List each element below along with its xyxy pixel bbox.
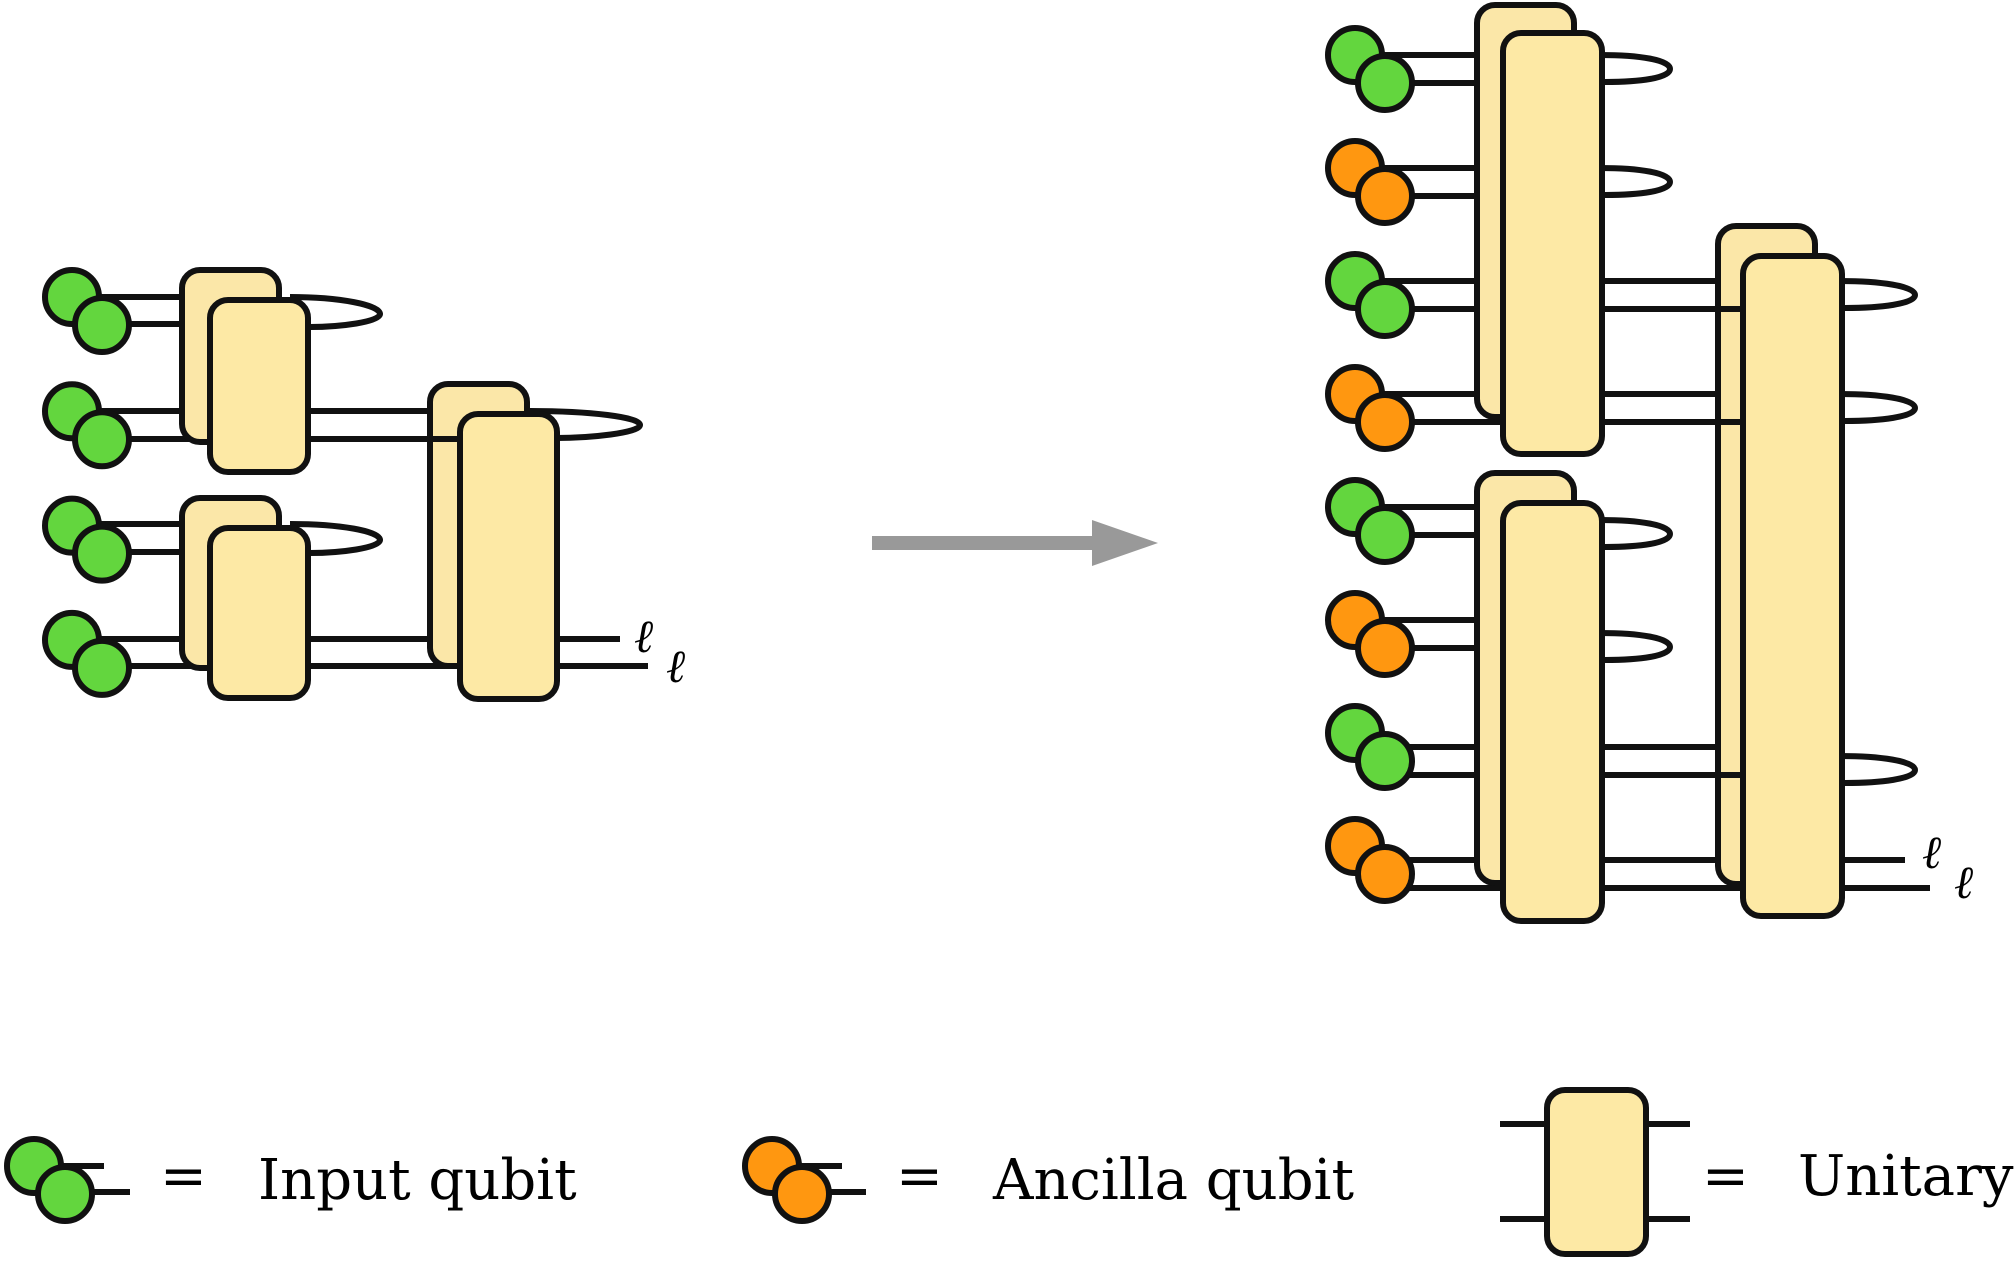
right-output-label-1: ℓ xyxy=(1922,825,1942,879)
unitary-block xyxy=(1500,500,1605,924)
left-circuit xyxy=(72,294,648,669)
legend-input-qubit-icon xyxy=(4,1136,130,1224)
legend-ancilla-label: Ancilla qubit xyxy=(992,1148,1354,1213)
right-unitaries xyxy=(1474,2,1845,924)
legend-input-label: Input qubit xyxy=(258,1148,577,1213)
legend-ancilla-qubit-icon xyxy=(742,1136,866,1224)
ancilla-qubit-icon xyxy=(1325,138,1415,226)
left-output-label-1: ℓ xyxy=(634,609,654,663)
unitary-block xyxy=(207,297,311,475)
input-qubit-icon xyxy=(1325,477,1415,565)
input-qubit-icon xyxy=(42,267,132,355)
ancilla-qubit-icon xyxy=(1325,816,1415,904)
unitary-block xyxy=(1740,253,1845,919)
right-arrow-icon xyxy=(872,520,1158,566)
left-qubits xyxy=(42,267,132,698)
input-qubit-icon xyxy=(42,609,132,698)
input-qubit-icon xyxy=(1325,703,1415,791)
input-qubit-icon xyxy=(1325,25,1415,113)
unitary-block xyxy=(457,411,560,702)
legend-eq-2: = xyxy=(896,1144,943,1209)
left-unitaries xyxy=(179,267,560,702)
legend-eq-3: = xyxy=(1702,1144,1749,1209)
input-qubit-icon xyxy=(42,495,132,584)
left-output-label-2: ℓ xyxy=(666,639,686,693)
legend-eq-1: = xyxy=(160,1144,207,1209)
input-qubit-icon xyxy=(42,381,132,470)
ancilla-qubit-icon xyxy=(1325,590,1415,678)
right-output-label-2: ℓ xyxy=(1954,855,1974,909)
ancilla-qubit-icon xyxy=(1325,364,1415,452)
input-qubit-icon xyxy=(1325,251,1415,339)
legend: = Input qubit = Ancilla qubit = Unitary xyxy=(4,1087,2014,1257)
unitary-block xyxy=(207,525,311,701)
unitary-block xyxy=(1500,30,1605,457)
legend-unitary-label: Unitary xyxy=(1798,1144,2014,1209)
legend-unitary-icon xyxy=(1500,1087,1690,1257)
right-qubits xyxy=(1325,25,1415,904)
